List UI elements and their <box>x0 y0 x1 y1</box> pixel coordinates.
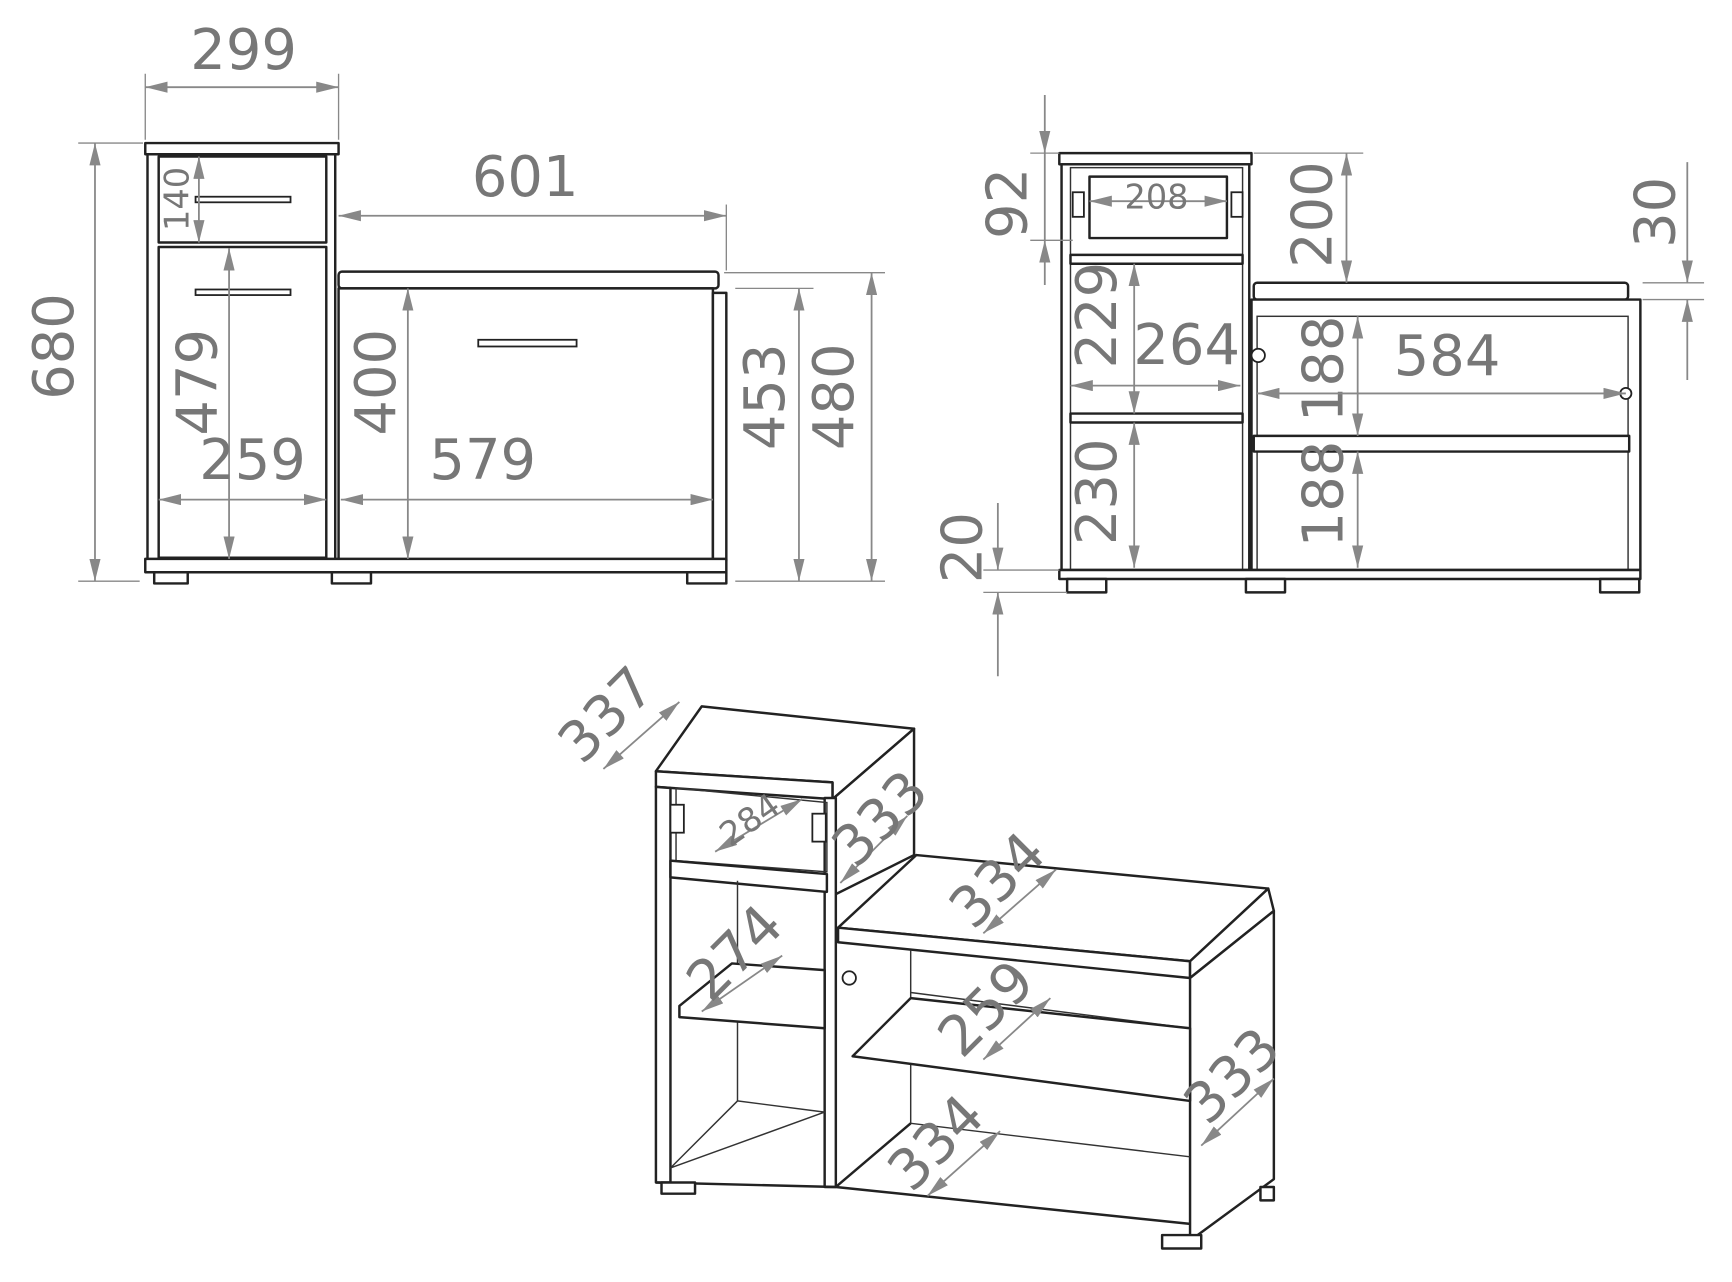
dim-cushion-thickness: 30 <box>1623 177 1688 248</box>
dim-total-height: 680 <box>22 293 87 400</box>
foot <box>1244 577 1287 594</box>
foot <box>1160 1233 1203 1250</box>
shelf <box>1069 412 1244 424</box>
seat-cushion <box>1252 281 1630 301</box>
dim-bench-inner-width: 584 <box>1394 324 1501 389</box>
column-top <box>144 141 340 156</box>
dim-drawer-width: 208 <box>1125 177 1189 216</box>
bench-shelf <box>1252 434 1631 453</box>
foot <box>685 571 728 585</box>
bench-flap <box>337 287 715 563</box>
base-plinth <box>144 557 728 574</box>
flap-handle <box>477 338 578 348</box>
foot <box>330 571 373 585</box>
dim-compartment-width: 264 <box>1133 313 1240 378</box>
column-shelf <box>669 859 829 894</box>
foot <box>1065 577 1108 594</box>
base <box>1058 568 1642 581</box>
dim-bench-bottom-depth: 334 <box>876 1083 997 1204</box>
door-front <box>157 245 328 559</box>
dim-door-height: 479 <box>165 329 230 436</box>
dim-bench-lower: 188 <box>1292 441 1357 548</box>
foot <box>152 571 189 585</box>
dim-bench-body-height: 453 <box>733 343 798 450</box>
dim-upper-compartment: 229 <box>1065 262 1130 369</box>
drawer-box <box>675 787 828 873</box>
drawer-handle <box>194 195 292 204</box>
bench-right-side <box>1188 909 1276 1242</box>
seat-cushion <box>337 270 720 290</box>
dim-bench-upper: 188 <box>1292 316 1357 423</box>
dim-column-depth: 337 <box>546 654 667 775</box>
dim-drawer-height: 140 <box>157 167 196 231</box>
dim-bench-inner-width: 579 <box>429 428 536 493</box>
dim-column-above-seat: 200 <box>1280 161 1345 268</box>
dim-bench-inner-height: 400 <box>344 329 409 436</box>
drawer-box <box>1088 175 1229 240</box>
open-view: 208 92 200 30 229 264 230 188 584 188 20 <box>931 95 1705 677</box>
dim-seat-height: 480 <box>802 343 867 450</box>
bench-side <box>711 291 728 563</box>
dim-foot-height: 20 <box>931 512 996 583</box>
foot <box>660 1181 697 1195</box>
shelf <box>1069 253 1244 266</box>
dim-bench-width: 601 <box>472 145 579 210</box>
foot <box>1259 1185 1276 1202</box>
column-left-side <box>654 785 672 1184</box>
door-handle <box>194 288 292 296</box>
front-view: 299 680 601 140 479 259 400 579 453 480 <box>22 18 885 585</box>
dim-drawer-height: 92 <box>975 168 1040 239</box>
isometric-view: 337 284 333 334 274 259 333 334 <box>546 654 1293 1250</box>
dim-column-inner-width: 259 <box>199 428 306 493</box>
dim-column-width: 299 <box>190 18 297 83</box>
column-top <box>1058 151 1253 166</box>
foot <box>1598 577 1641 594</box>
dim-lower-compartment: 230 <box>1065 438 1130 545</box>
